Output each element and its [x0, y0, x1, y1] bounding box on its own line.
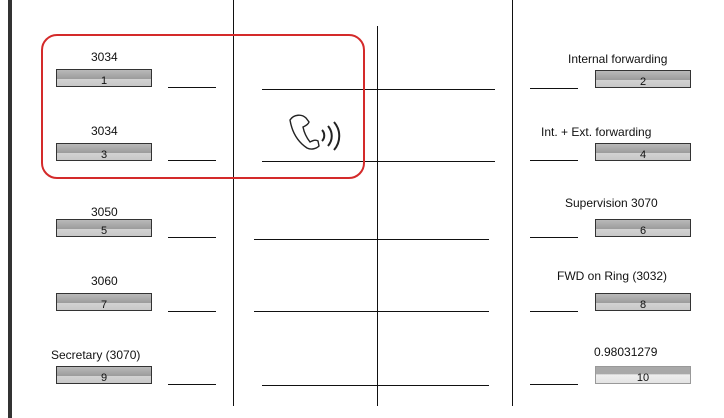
display-line-right-4: [377, 311, 489, 312]
display-line-right-5: [377, 385, 489, 386]
right-key-10-line: [530, 384, 578, 385]
right-key-2[interactable]: 2: [595, 70, 691, 88]
right-key-4-line: [530, 160, 578, 161]
right-key-4[interactable]: 4: [595, 143, 691, 161]
display-line-right-2: [377, 161, 495, 162]
right-key-2-label: Internal forwarding: [568, 52, 668, 66]
display-line-right-1: [377, 89, 495, 90]
right-key-10-label: 0.98031279: [594, 345, 658, 359]
right-key-6-line: [530, 237, 578, 238]
left-key-9[interactable]: 9: [56, 366, 152, 384]
display-left-border: [233, 0, 234, 406]
right-key-8-label: FWD on Ring (3032): [557, 269, 668, 283]
left-key-7-line: [168, 311, 216, 312]
left-border: [8, 0, 12, 418]
display-line-right-3: [377, 239, 489, 240]
right-key-10[interactable]: 10: [595, 366, 691, 384]
left-key-5[interactable]: 5: [56, 219, 152, 237]
right-key-8[interactable]: 8: [595, 293, 691, 311]
display-right-border: [512, 0, 513, 406]
highlight-box: [41, 34, 365, 179]
left-key-5-label: 3050: [91, 205, 118, 219]
display-line-left-4: [254, 311, 378, 312]
left-key-1-label: 3034: [91, 50, 118, 64]
left-key-3[interactable]: 3: [56, 143, 152, 161]
display-line-left-3: [254, 239, 378, 240]
left-key-3-line: [168, 160, 216, 161]
left-key-9-line: [168, 384, 216, 385]
left-key-7[interactable]: 7: [56, 293, 152, 311]
left-key-3-label: 3034: [91, 124, 118, 138]
right-key-2-line: [530, 88, 578, 89]
ringing-handset-icon: [289, 114, 341, 151]
right-key-4-label: Int. + Ext. forwarding: [541, 125, 652, 139]
right-key-8-line: [530, 311, 578, 312]
display-center-divider: [377, 26, 378, 406]
right-key-6-label: Supervision 3070: [565, 196, 658, 210]
display-line-left-1: [262, 89, 378, 90]
left-key-1[interactable]: 1: [56, 69, 152, 87]
left-key-7-label: 3060: [91, 274, 118, 288]
left-key-9-label: Secretary (3070): [51, 348, 141, 362]
right-key-6[interactable]: 6: [595, 219, 691, 237]
left-key-1-line: [168, 87, 216, 88]
display-line-left-2: [262, 161, 378, 162]
left-key-5-line: [168, 237, 216, 238]
display-line-left-5: [262, 385, 378, 386]
